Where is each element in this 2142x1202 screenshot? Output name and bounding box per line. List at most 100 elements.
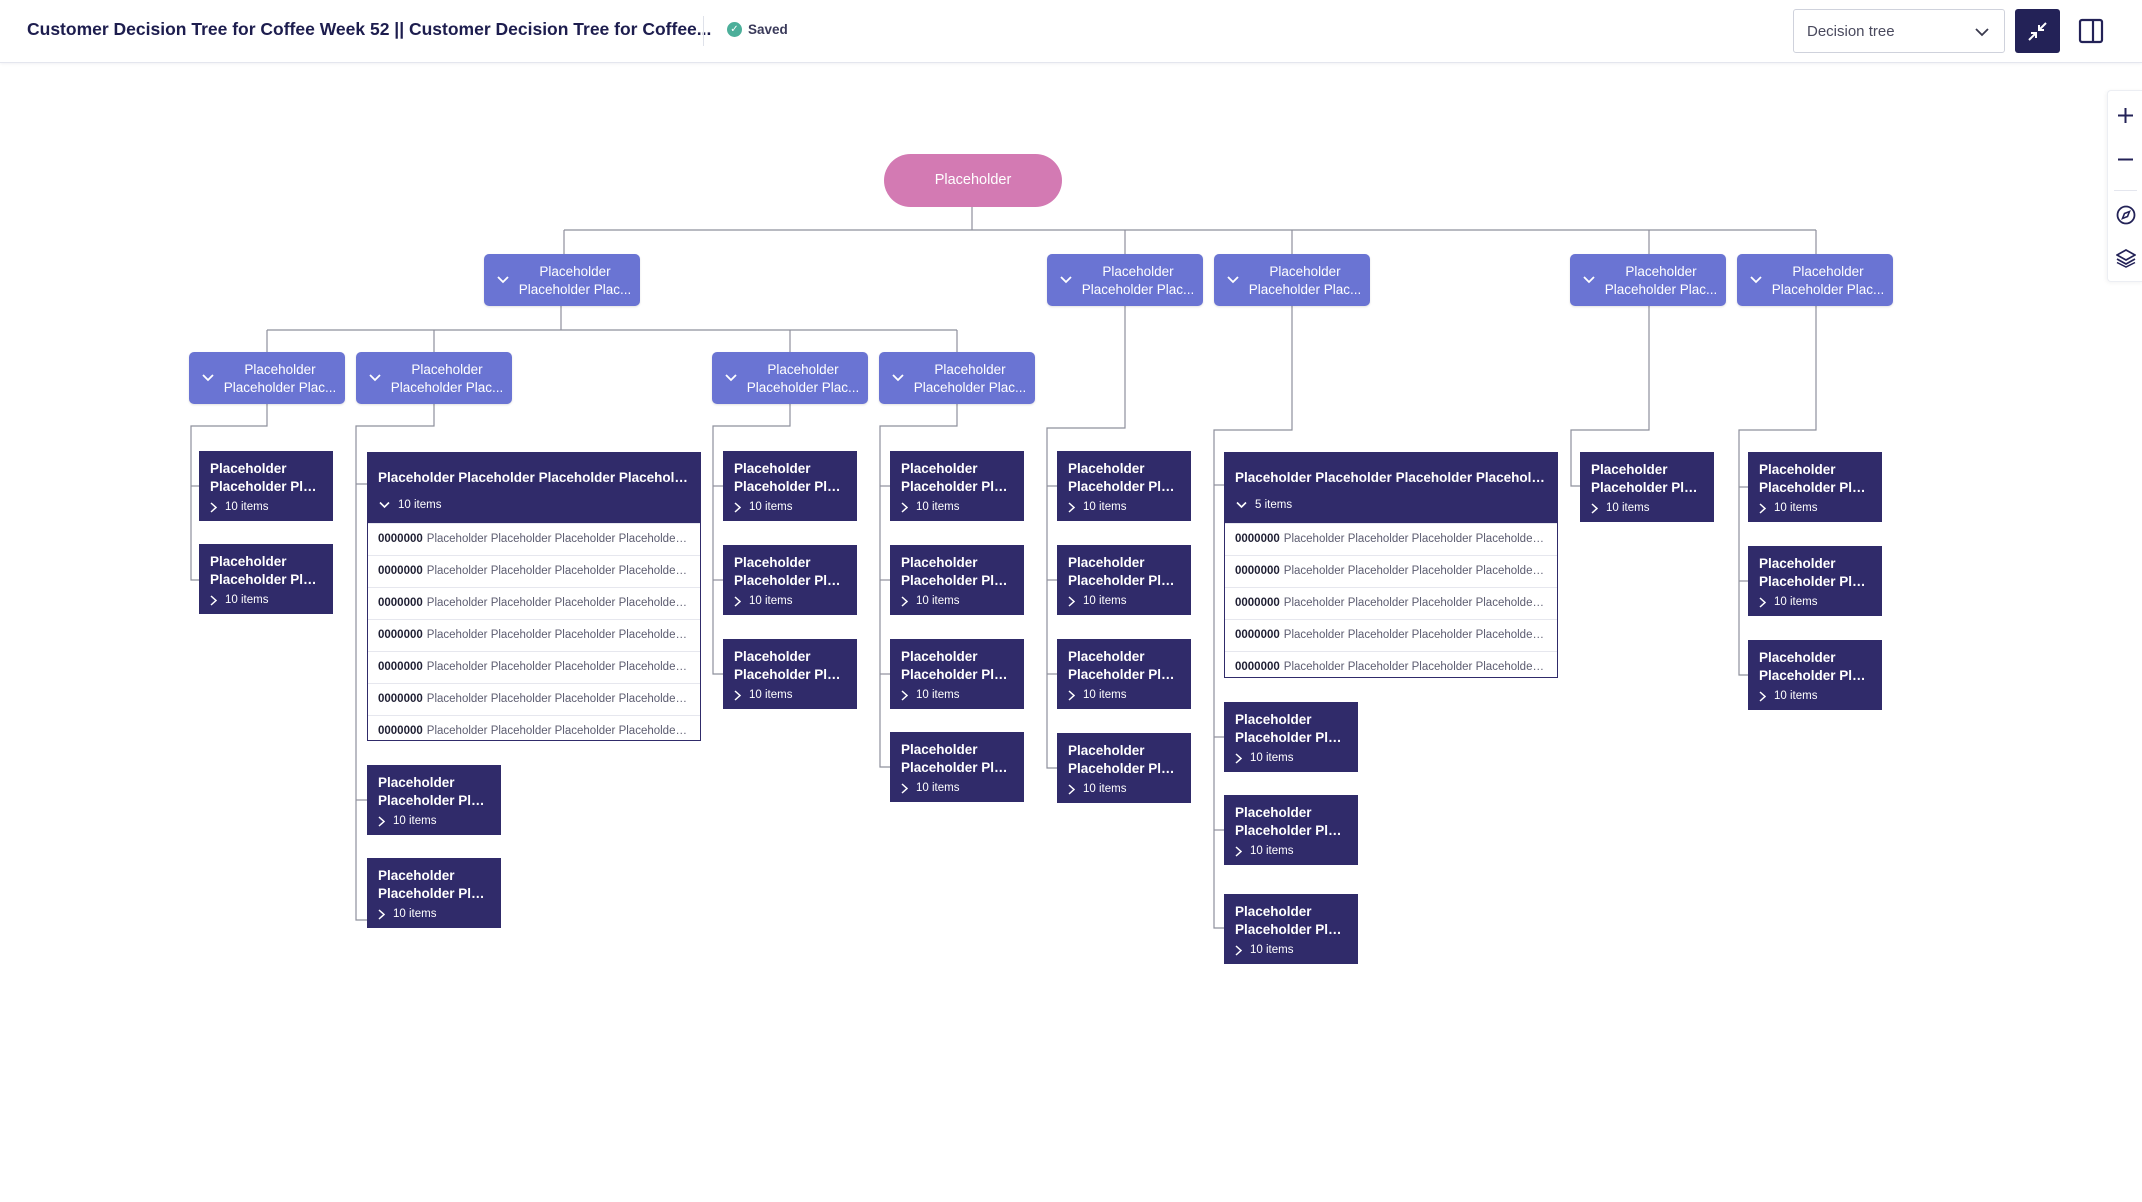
tree-leaf-node[interactable]: Placeholder Placeholder Plac... 10 items <box>1057 639 1191 709</box>
zoom-out-button[interactable] <box>2108 142 2142 176</box>
tree-leaf-node[interactable]: Placeholder Placeholder Plac... 10 items <box>1057 733 1191 803</box>
item-name: Placeholder Placeholder Placeholder Plac… <box>426 725 700 737</box>
chevron-right-icon <box>1068 595 1075 607</box>
tree-leaf-node[interactable]: Placeholder Placeholder Plac... 10 items <box>367 858 501 928</box>
leaf-item-count: 10 items <box>1083 783 1127 795</box>
tree-leaf-node[interactable]: Placeholder Placeholder Plac... 10 items <box>1748 452 1882 522</box>
layers-button[interactable] <box>2108 240 2142 274</box>
leaf-item-count: 10 items <box>1250 944 1294 956</box>
tree-leaf-node[interactable]: Placeholder Placeholder Plac... 10 items <box>1224 702 1358 772</box>
tree-leaf-node[interactable]: Placeholder Placeholder Plac... 10 items <box>1748 546 1882 616</box>
recenter-button[interactable] <box>2108 197 2142 231</box>
chevron-right-icon <box>210 501 217 513</box>
tree-leaf-node[interactable]: Placeholder Placeholder Plac... 10 items <box>199 544 333 614</box>
tree-leaf-node[interactable]: Placeholder Placeholder Plac... 10 items <box>723 639 857 709</box>
leaf-label-line2: Placeholder Plac... <box>734 667 846 682</box>
leaf-label-line1: Placeholder <box>1068 461 1145 476</box>
item-name: Placeholder Placeholder Placeholder Plac… <box>426 693 700 705</box>
list-header[interactable]: Placeholder Placeholder Placeholder Plac… <box>1225 453 1557 523</box>
tree-leaf-node[interactable]: Placeholder Placeholder Plac... 10 items <box>367 765 501 835</box>
leaf-label-line1: Placeholder <box>901 649 978 664</box>
leaf-label-line2: Placeholder Plac... <box>1068 573 1180 588</box>
tree-leaf-node[interactable]: Placeholder Placeholder Plac... 10 items <box>723 545 857 615</box>
list-header[interactable]: Placeholder Placeholder Placeholder Plac… <box>368 453 700 523</box>
expanded-leaf-list[interactable]: Placeholder Placeholder Placeholder Plac… <box>367 452 701 741</box>
collapse-arrows-icon <box>2028 22 2047 41</box>
tree-leaf-node[interactable]: Placeholder Placeholder Plac... 10 items <box>1224 795 1358 865</box>
item-name: Placeholder Placeholder Placeholder Plac… <box>1283 533 1557 545</box>
view-select[interactable]: Decision tree <box>1793 9 2005 53</box>
node-label-line1: Placeholder <box>1792 264 1864 279</box>
chevron-down-icon <box>1975 28 1989 37</box>
collapse-view-button[interactable] <box>2015 9 2060 53</box>
tree-leaf-node[interactable]: Placeholder Placeholder Plac... 10 items <box>890 545 1024 615</box>
tree-leaf-node[interactable]: Placeholder Placeholder Plac... 10 items <box>1748 640 1882 710</box>
chevron-down-icon <box>202 374 214 382</box>
item-name: Placeholder Placeholder Placeholder Plac… <box>1283 661 1557 673</box>
toggle-side-panel-button[interactable] <box>2078 18 2104 44</box>
leaf-item-count: 10 items <box>1606 502 1650 514</box>
tree-leaf-node[interactable]: Placeholder Placeholder Plac... 10 items <box>1057 545 1191 615</box>
chevron-right-icon <box>734 595 741 607</box>
leaf-label-line1: Placeholder <box>1235 712 1312 727</box>
leaf-label-line2: Placeholder Plac... <box>1591 480 1703 495</box>
saved-label: Saved <box>748 22 788 37</box>
node-label-line1: Placeholder <box>1269 264 1341 279</box>
tree-leaf-node[interactable]: Placeholder Placeholder Plac... 10 items <box>890 451 1024 521</box>
tree-leaf-node[interactable]: Placeholder Placeholder Plac... 10 items <box>890 732 1024 802</box>
tree-canvas[interactable] <box>0 63 2107 1202</box>
item-name: Placeholder Placeholder Placeholder Plac… <box>1283 565 1557 577</box>
chevron-right-icon <box>1235 944 1242 956</box>
item-code: 0000000 <box>378 565 423 577</box>
saved-status: ✓ Saved <box>727 22 788 37</box>
leaf-label-line1: Placeholder <box>734 461 811 476</box>
leaf-item-count: 10 items <box>1774 596 1818 608</box>
zoom-in-icon <box>2118 108 2133 123</box>
node-label-line1: Placeholder <box>411 362 483 377</box>
expanded-leaf-list[interactable]: Placeholder Placeholder Placeholder Plac… <box>1224 452 1558 678</box>
chevron-down-icon <box>1583 276 1595 284</box>
leaf-item-count: 10 items <box>916 595 960 607</box>
leaf-label-line2: Placeholder Plac... <box>1759 480 1871 495</box>
leaf-label-line1: Placeholder <box>1759 462 1836 477</box>
chevron-right-icon <box>1068 501 1075 513</box>
zoom-in-button[interactable] <box>2108 98 2142 132</box>
node-label-line1: Placeholder <box>244 362 316 377</box>
list-title: Placeholder Placeholder Placeholder Plac… <box>378 470 688 485</box>
tree-leaf-node[interactable]: Placeholder Placeholder Plac... 10 items <box>1057 451 1191 521</box>
tree-leaf-node[interactable]: Placeholder Placeholder Plac... 10 items <box>723 451 857 521</box>
leaf-label-line2: Placeholder Plac... <box>378 793 490 808</box>
list-item-count: 10 items <box>398 499 442 511</box>
chevron-right-icon <box>1759 690 1766 702</box>
tree-leaf-node[interactable]: Placeholder Placeholder Plac... 10 items <box>1580 452 1714 522</box>
leaf-label-line1: Placeholder <box>378 868 455 883</box>
tree-leaf-node[interactable]: Placeholder Placeholder Plac... 10 items <box>199 451 333 521</box>
tree-leaf-node[interactable]: Placeholder Placeholder Plac... 10 items <box>890 639 1024 709</box>
tree-root-node[interactable]: Placeholder <box>884 154 1062 207</box>
tree-leaf-node[interactable]: Placeholder Placeholder Plac... 10 items <box>1224 894 1358 964</box>
leaf-item-count: 10 items <box>1250 752 1294 764</box>
layers-icon <box>2116 249 2136 268</box>
node-label-line2: Placeholder Plac... <box>1771 282 1885 297</box>
